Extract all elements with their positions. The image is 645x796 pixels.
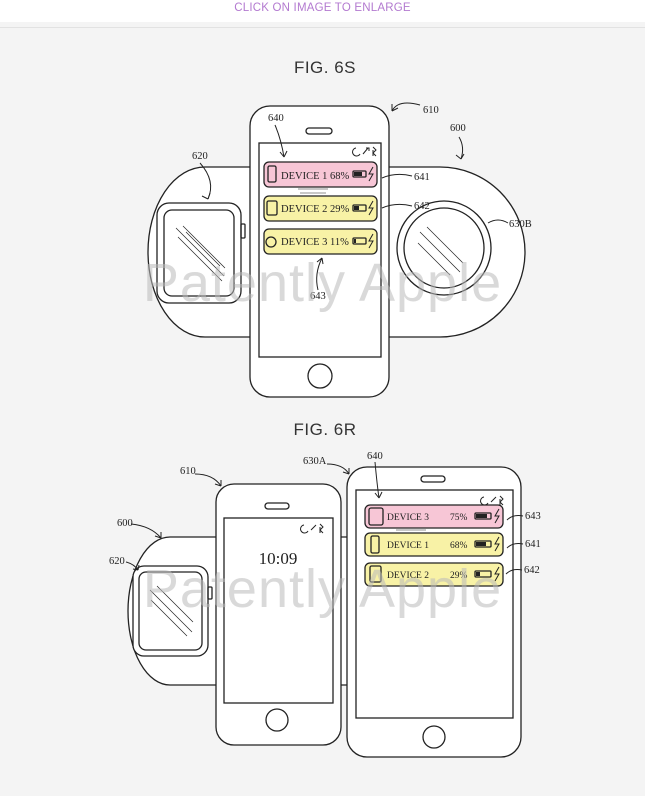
fig6r-row-1-pct: 75% bbox=[450, 513, 468, 523]
watch-620-6r bbox=[132, 565, 213, 657]
ref-643-6s: 643 bbox=[310, 291, 326, 302]
fig6r-row-3-label: DEVICE 2 bbox=[387, 571, 429, 581]
status-icons bbox=[352, 146, 377, 157]
ref-600-6s: 600 bbox=[450, 123, 466, 134]
ref-642-6s: 642 bbox=[414, 201, 430, 212]
ref-641-6s: 641 bbox=[414, 172, 430, 183]
fig-6r-title: FIG. 6R bbox=[293, 420, 357, 439]
ref-642-6r: 642 bbox=[524, 565, 540, 576]
fig-6s: DEVICE 1 68% DEVICE 2 29% DEVICE 3 11% bbox=[147, 102, 532, 398]
fig6r-row-2: DEVICE 1 68% bbox=[364, 532, 504, 557]
fig6s-row-2-text: DEVICE 2 29% bbox=[281, 204, 350, 215]
watch-620 bbox=[156, 202, 246, 304]
ref-643-6r: 643 bbox=[525, 511, 541, 522]
fig-6r: DEVICE 3 75% DEVICE 1 68% DEVICE 2 29% 1… bbox=[109, 451, 541, 758]
ref-610-6r: 610 bbox=[180, 466, 196, 477]
click-to-enlarge-banner[interactable]: CLICK ON IMAGE TO ENLARGE bbox=[0, 0, 645, 22]
fig6s-row-3-text: DEVICE 3 11% bbox=[281, 237, 349, 248]
ref-640-6r: 640 bbox=[367, 451, 383, 462]
ref-630b-6s: 630B bbox=[509, 219, 532, 230]
fig6r-row-2-pct: 68% bbox=[450, 541, 468, 551]
fig-6s-title: FIG. 6S bbox=[293, 58, 357, 77]
ref-620-6r: 620 bbox=[109, 556, 125, 567]
lock-screen-time: 10:09 bbox=[259, 549, 298, 568]
ref-640-6s: 640 bbox=[268, 113, 284, 124]
ref-620-6s: 620 bbox=[192, 151, 208, 162]
fig6s-row-1: DEVICE 1 68% bbox=[263, 161, 378, 188]
fig6s-row-2: DEVICE 2 29% bbox=[263, 195, 378, 222]
case-630b bbox=[396, 200, 492, 296]
fig6r-row-1-label: DEVICE 3 bbox=[387, 513, 429, 523]
fig6r-row-3-pct: 29% bbox=[450, 571, 468, 581]
ref-641-6r: 641 bbox=[525, 539, 541, 550]
ref-600-6r: 600 bbox=[117, 518, 133, 529]
fig6r-row-1: DEVICE 3 75% bbox=[364, 504, 504, 529]
fig6r-row-3: DEVICE 2 29% bbox=[364, 562, 504, 587]
fig6s-row-3: DEVICE 3 11% bbox=[263, 228, 378, 255]
banner-divider bbox=[0, 27, 645, 28]
phone-610-6r bbox=[215, 483, 342, 746]
fig6s-row-1-text: DEVICE 1 68% bbox=[281, 171, 350, 182]
ref-610-6s: 610 bbox=[423, 105, 439, 116]
fig6r-row-2-label: DEVICE 1 bbox=[387, 541, 429, 551]
ref-630a-6r: 630A bbox=[303, 456, 327, 467]
